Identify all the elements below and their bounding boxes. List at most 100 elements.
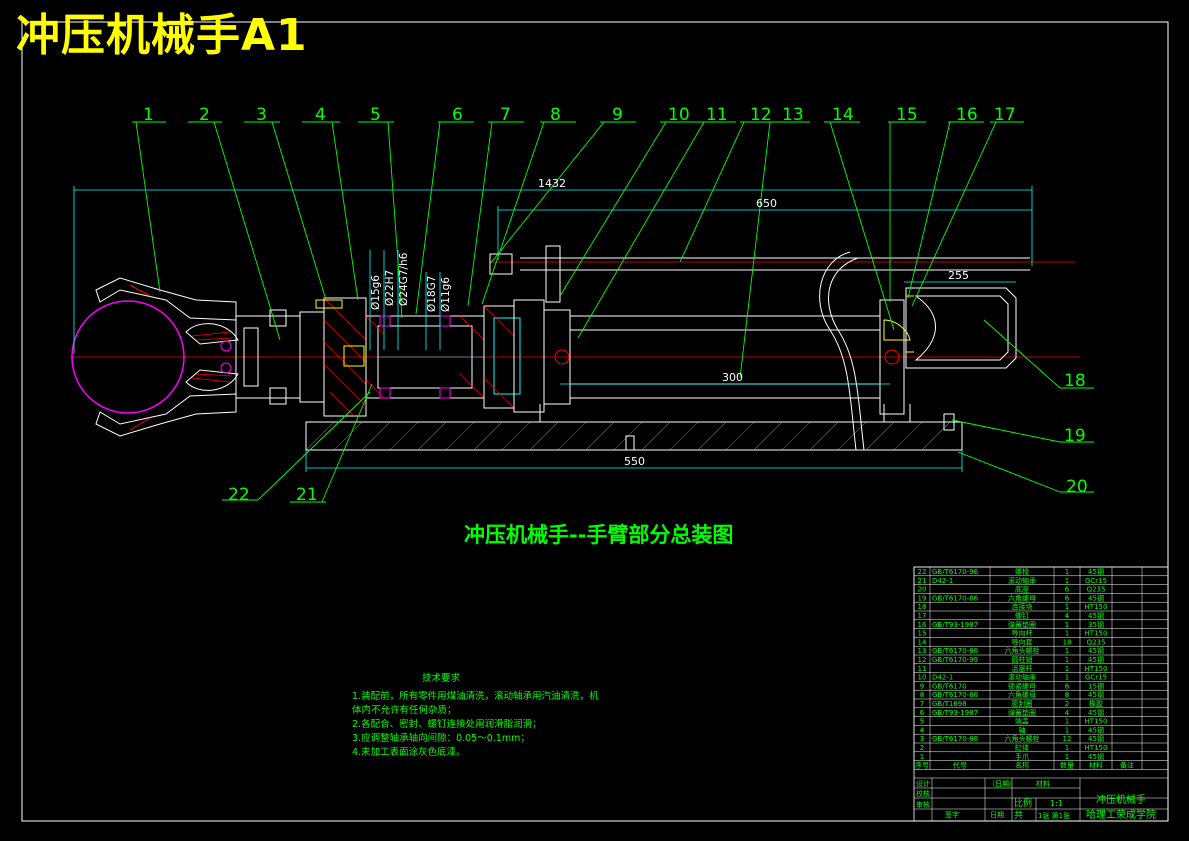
callout-21: 21 — [296, 485, 318, 505]
bom-no: 11 — [918, 665, 927, 673]
bom-code: D42-1 — [932, 674, 953, 682]
callout-5: 5 — [370, 105, 381, 125]
tb-sign: 签字 — [945, 810, 959, 819]
bom-code: GB/T93-1987 — [932, 709, 978, 717]
bom-name: 活塞杆 — [1012, 664, 1033, 673]
bom-material: 45钢 — [1088, 655, 1104, 664]
bom-no: 9 — [920, 682, 924, 690]
bom-header-name: 名称 — [1015, 761, 1029, 770]
bom-no: 21 — [918, 577, 927, 585]
bom-material: 45钢 — [1088, 567, 1104, 576]
bom-no: 20 — [918, 586, 927, 594]
callout-19: 19 — [1064, 426, 1086, 446]
callout-12: 12 — [750, 105, 772, 125]
callout-13: 13 — [782, 105, 804, 125]
bom-qty: 6 — [1065, 682, 1070, 690]
callout-3: 3 — [256, 105, 267, 125]
drawing-title: 冲压机械手A1 — [16, 10, 308, 61]
bom-qty: 6 — [1065, 586, 1070, 594]
bom-qty: 1 — [1065, 630, 1069, 638]
bom-material: 45钢 — [1088, 646, 1104, 655]
tb-drawing-name: 冲压机械手 — [1096, 793, 1146, 806]
bom-qty: 4 — [1065, 709, 1070, 717]
dim-base: 550 — [624, 455, 645, 468]
tb-scale-label: 比例 — [1014, 797, 1032, 809]
bom-no: 13 — [918, 647, 927, 655]
tb-sheet-label: 共 — [1014, 810, 1023, 821]
bom-no: 15 — [918, 630, 927, 638]
bom-no: 7 — [920, 700, 924, 708]
bom-no: 8 — [920, 691, 924, 699]
bom-qty: 1 — [1065, 744, 1069, 752]
callout-4: 4 — [315, 105, 326, 125]
dim-stroke: 300 — [722, 371, 743, 384]
bom-name: 导向杆 — [1012, 629, 1033, 638]
bom-qty: 2 — [1065, 700, 1069, 708]
bom-qty: 1 — [1065, 718, 1069, 726]
callout-7: 7 — [500, 105, 511, 125]
bom-no: 6 — [920, 709, 925, 717]
bom-material: HT150 — [1085, 630, 1108, 638]
bom-code: D42-1 — [932, 577, 953, 585]
bom-code: GB/T93-1987 — [932, 621, 978, 629]
callout-numbers: 1 2 3 4 5 6 7 8 9 10 11 12 13 14 15 16 1… — [143, 105, 1088, 505]
bom-code: GB/T6170-86 — [932, 594, 979, 602]
bom-no: 3 — [920, 735, 924, 743]
callout-10: 10 — [668, 105, 690, 125]
bom-no: 14 — [918, 638, 927, 646]
callout-6: 6 — [452, 105, 463, 125]
bom-material: HT150 — [1085, 665, 1108, 673]
tb-material-label: 材料 — [1036, 779, 1050, 788]
bom-no: 4 — [920, 726, 925, 734]
tb-design: 设计 — [916, 779, 930, 788]
drawing-subtitle: 冲压机械手--手臂部分总装图 — [464, 523, 734, 547]
bom-material: HT150 — [1085, 744, 1108, 752]
bom-material: Q235 — [1087, 586, 1106, 594]
bom-material: 45钢 — [1088, 725, 1104, 734]
fit-2: Ø22H7 — [384, 270, 396, 306]
bom-material: 橡胶 — [1089, 699, 1103, 708]
bom-material: 45钢 — [1088, 752, 1104, 761]
bom-name: 连接块 — [1012, 602, 1033, 611]
callout-2: 2 — [199, 105, 210, 125]
bom-no: 19 — [918, 594, 927, 602]
bom-no: 16 — [918, 621, 927, 629]
callout-1: 1 — [143, 105, 154, 125]
bom-material: GCr15 — [1085, 577, 1107, 585]
bom-material: 45钢 — [1088, 690, 1104, 699]
bom-qty: 1 — [1065, 753, 1069, 761]
callout-22: 22 — [228, 485, 250, 505]
bom-name: 弹簧垫圈 — [1008, 620, 1036, 629]
tb-approve: 审核 — [916, 800, 930, 809]
bom-material: 15钢 — [1088, 681, 1104, 690]
callout-8: 8 — [550, 105, 561, 125]
bom-name: 滚动轴承 — [1008, 576, 1036, 585]
bom-header-code: 代号 — [953, 761, 967, 770]
bom-name: 螺钉 — [1015, 611, 1029, 620]
bom-material: HT150 — [1085, 603, 1108, 611]
bom-qty: 6 — [1065, 594, 1070, 602]
bom-name: 锁紧螺母 — [1008, 681, 1036, 690]
bom-material: Q235 — [1087, 638, 1106, 646]
tech-item-3: 2.各配合、密封、螺钉连接处用润滑脂润滑； — [352, 719, 542, 730]
bom-no: 5 — [920, 718, 924, 726]
bom-material: 45钢 — [1088, 734, 1104, 743]
bom-qty: 1 — [1065, 603, 1069, 611]
fit-4: Ø18G7 — [426, 276, 438, 312]
bom-name: 底座 — [1015, 585, 1029, 594]
bom-name: 缸体 — [1015, 743, 1029, 752]
dim-arm: 650 — [756, 197, 777, 210]
bom-name: 螺栓 — [1015, 567, 1029, 576]
tb-scale: 1:1 — [1050, 799, 1063, 808]
bom-name: 六角螺母 — [1008, 690, 1036, 699]
tech-item-5: 4.未加工表面涂灰色底漆。 — [352, 747, 466, 758]
fit-3: Ø24G7/h6 — [398, 252, 410, 306]
tech-item-1: 1.装配前，所有零件用煤油清洗，滚动轴承用汽油清洗，机 — [352, 691, 599, 702]
tech-item-2: 体内不允许有任何杂质； — [352, 705, 457, 716]
dim-short: 255 — [948, 269, 969, 282]
bom-name: 轴 — [1019, 725, 1026, 734]
bom-qty: 1 — [1065, 656, 1069, 664]
bom-qty: 4 — [1065, 612, 1070, 620]
tb-school-code: （日期） — [988, 780, 1016, 788]
callout-9: 9 — [612, 105, 623, 125]
